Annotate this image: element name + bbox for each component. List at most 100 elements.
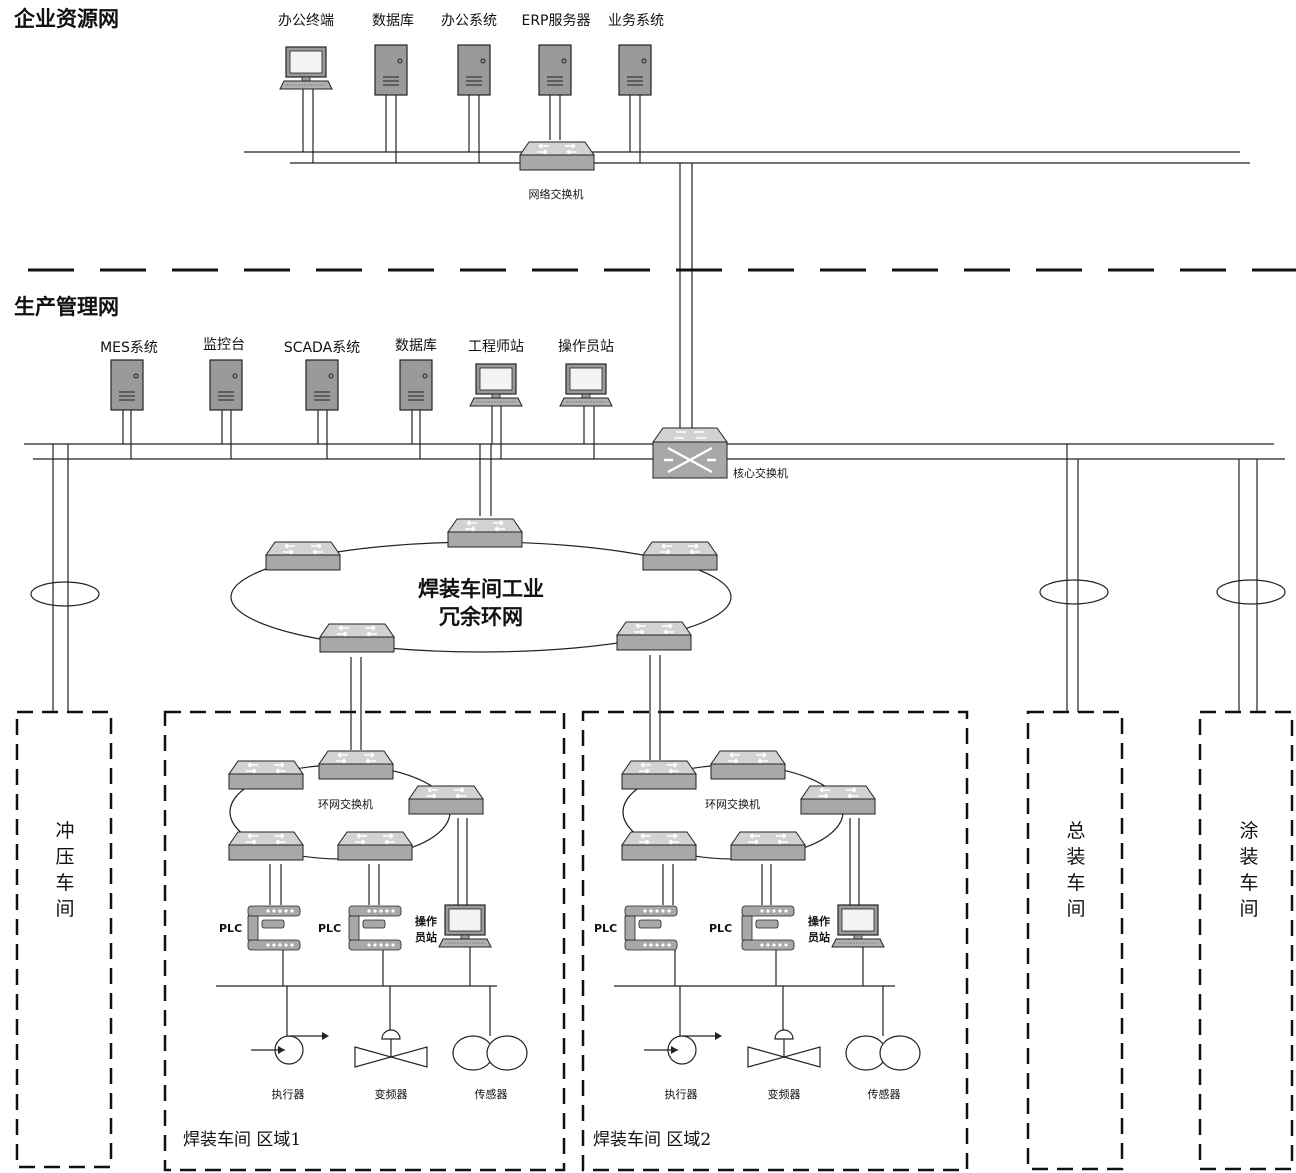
core-switch-label: 核心交换机 [733,466,788,480]
switch-icon [408,785,484,815]
operator-label: 员站 [808,930,830,944]
link-bundle-icon [30,581,100,607]
device-label: 办公终端 [278,13,334,29]
zone-title-production: 生产管理网 [14,294,119,319]
device-label: 数据库 [395,338,437,354]
ring-switch-icon [616,621,692,651]
svg-text:涂: 涂 [1239,820,1258,842]
switch-icon [710,750,786,780]
switch-icon [318,750,394,780]
workshop-stamping-label: 冲 压 车 间 [55,820,74,920]
workshop-assembly-box [1026,710,1124,1171]
plc-label: PLC [219,922,242,935]
weld-area-1: 环网交换机 PLC PLC 操作 员站 执行器 变频器 传感器 焊装车间 区域1 [163,657,566,1172]
weld-area-2-box [581,710,969,1172]
computer-icon [279,46,333,90]
enterprise-device-office-terminal: 办公终端 [278,13,334,163]
enterprise-device-business-system: 业务系统 [608,13,664,163]
production-device-scada: SCADA系统 [284,340,360,459]
device-label: 监控台 [203,337,245,353]
device-label: 办公系统 [441,13,497,29]
weld-area-2: 环网交换机 PLC PLC 操作 员站 执行器 变频器 传感器 焊装车间 区域2 [581,655,969,1172]
operator-label: 操作 [808,914,830,928]
switch-icon [621,760,697,790]
zone-title-enterprise: 企业资源网 [13,6,119,31]
server-icon [399,359,433,411]
network-switch: 网络交换机 [519,141,595,201]
computer-icon [831,904,885,948]
production-device-mes: MES系统 [100,340,158,459]
workshop-stamping-box [15,710,113,1169]
workshop-painting-label: 涂 装 车 间 [1239,820,1258,920]
server-icon [110,359,144,411]
device-label: 工程师站 [468,339,524,355]
core-switch: 核心交换机 [651,426,788,480]
ring-switch-icon [447,518,523,548]
link-bundle-icon [1216,579,1286,605]
server-icon [538,44,572,96]
network-switch-label: 网络交换机 [529,187,584,201]
plc-label: PLC [318,922,341,935]
enterprise-device-database: 数据库 [372,13,414,163]
svg-text:冲: 冲 [55,820,74,842]
device-label: ERP服务器 [521,13,590,29]
svg-text:间: 间 [55,898,74,920]
production-device-database: 数据库 [395,338,437,459]
plc-label: PLC [594,922,617,935]
device-label: MES系统 [100,340,158,356]
main-ring-title-line2: 冗余环网 [439,604,523,629]
computer-icon [559,363,613,407]
server-icon [618,44,652,96]
switch-icon [730,831,806,861]
switch-icon [228,760,304,790]
ring-switch-icon [265,541,341,571]
server-icon [457,44,491,96]
svg-text:间: 间 [1239,898,1258,920]
ring-switch-icon [642,541,718,571]
field-device-label: 执行器 [665,1087,698,1101]
enterprise-device-office-system: 办公系统 [441,13,497,163]
svg-text:车: 车 [1239,872,1258,894]
weld-area-1-title: 焊装车间 区域1 [183,1130,301,1150]
field-device-label: 变频器 [768,1087,801,1101]
vfd-icon [354,1029,428,1068]
svg-text:总: 总 [1066,820,1085,842]
production-device-engineer-station: 工程师站 [468,339,524,459]
ring-switch-label: 环网交换机 [318,797,373,811]
actuator-icon [250,1031,330,1065]
switch-icon [228,831,304,861]
computer-icon [469,363,523,407]
svg-text:车: 车 [1066,872,1085,894]
svg-text:间: 间 [1066,898,1085,920]
field-device-label: 变频器 [375,1087,408,1101]
sensor-icon [452,1035,528,1071]
field-device-label: 执行器 [272,1087,305,1101]
plc-icon [348,905,402,951]
server-icon [305,359,339,411]
vfd-icon [747,1029,821,1068]
svg-text:装: 装 [1239,846,1258,868]
device-label: 操作员站 [558,339,614,355]
field-device-label: 传感器 [868,1088,901,1101]
field-device-label: 传感器 [475,1088,508,1101]
switch-icon [621,831,697,861]
production-device-monitor: 监控台 [203,337,245,459]
actuator-icon [643,1031,723,1065]
svg-text:压: 压 [55,846,74,868]
computer-icon [438,904,492,948]
plc-icon [741,905,795,951]
device-label: SCADA系统 [284,340,360,356]
device-label: 业务系统 [608,13,664,29]
switch-icon [800,785,876,815]
core-switch-icon [651,426,729,480]
weld-area-2-title: 焊装车间 区域2 [593,1130,711,1150]
switch-icon [337,831,413,861]
plc-icon [247,905,301,951]
server-icon [209,359,243,411]
server-icon [374,44,408,96]
sensor-icon [845,1035,921,1071]
switch-icon [519,141,595,171]
svg-text:装: 装 [1066,846,1085,868]
main-ring-title-line1: 焊装车间工业 [418,576,544,601]
